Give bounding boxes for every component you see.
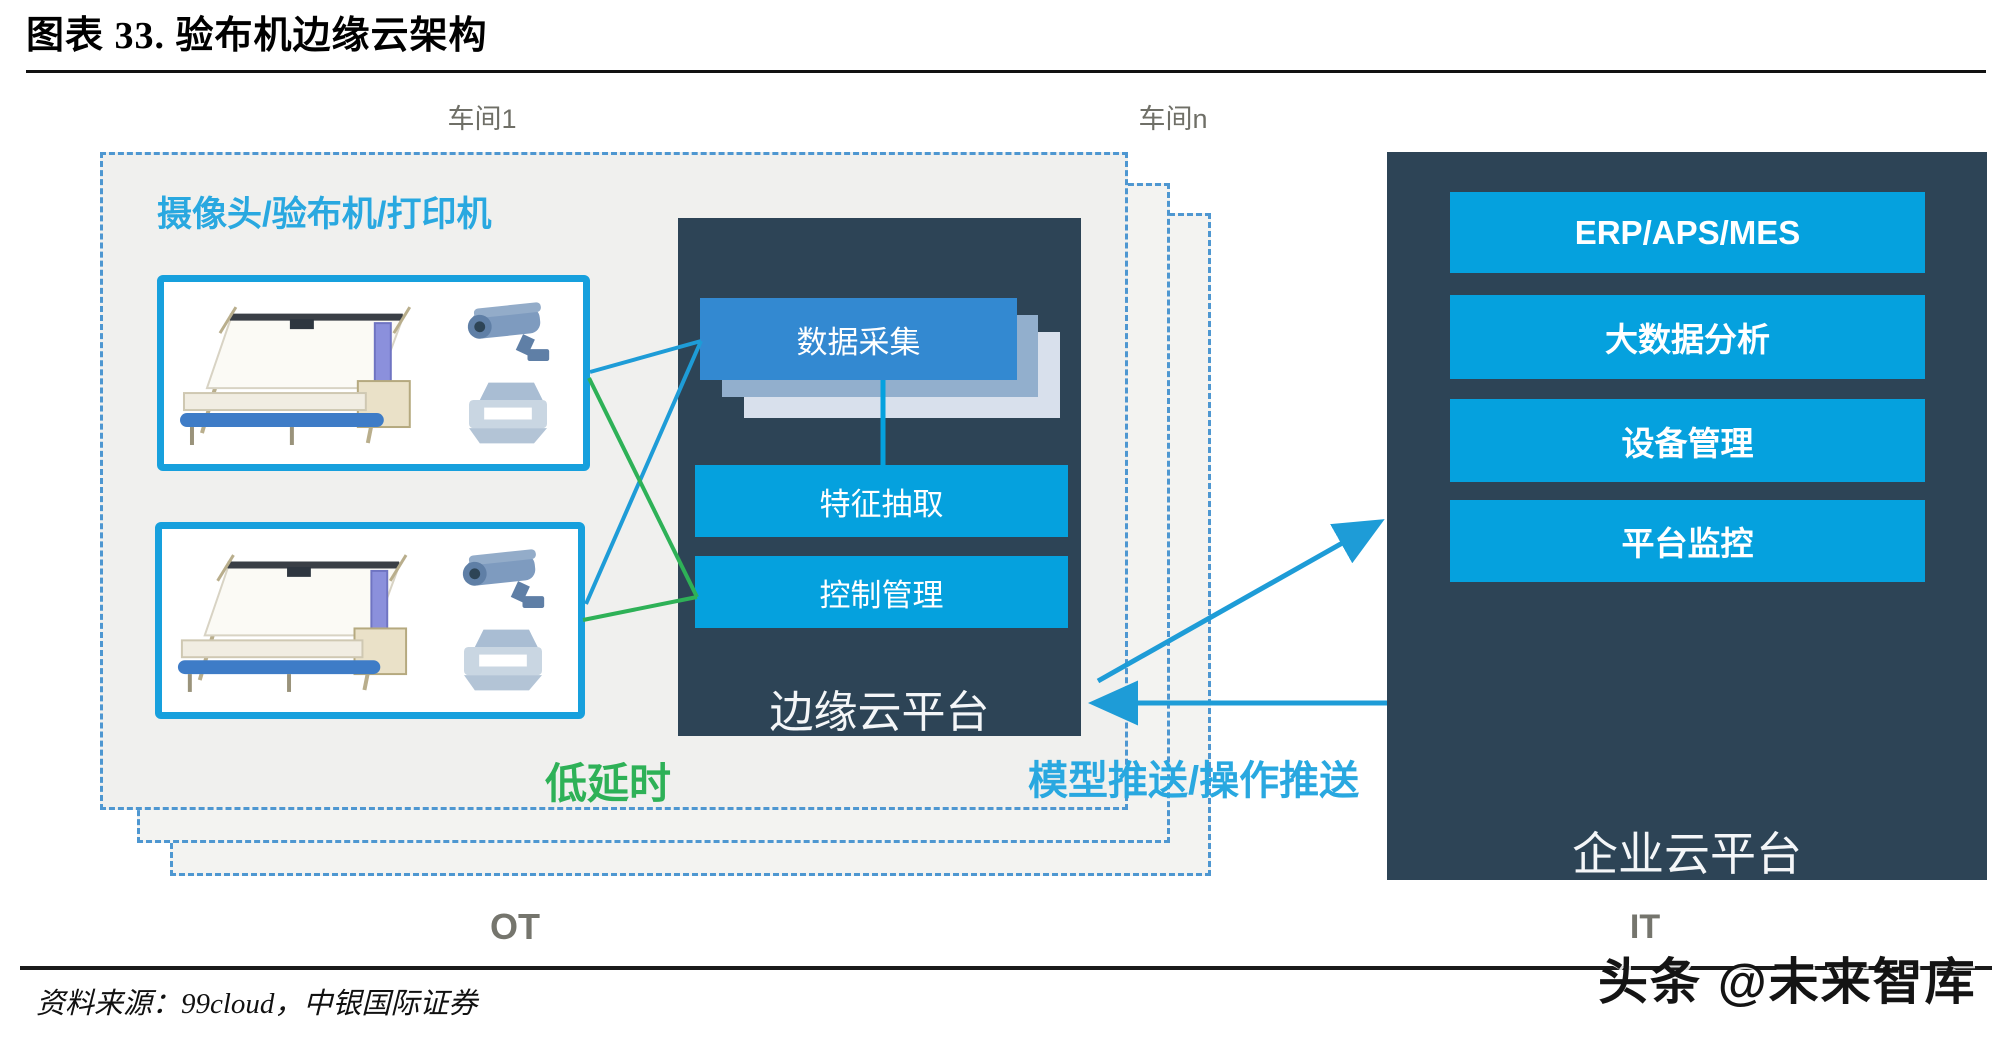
ot-label: OT bbox=[490, 906, 540, 947]
device-icons-column bbox=[428, 536, 578, 704]
feature-extraction-module: 特征抽取 bbox=[695, 465, 1068, 537]
device-box-2 bbox=[155, 522, 585, 719]
erp-aps-mes-module: ERP/APS/MES bbox=[1450, 192, 1925, 273]
big-data-analysis-module: 大数据分析 bbox=[1450, 295, 1925, 379]
fabric-inspection-machine-image bbox=[180, 306, 412, 445]
printer-icon bbox=[464, 630, 543, 691]
data-collection-module: 数据采集 bbox=[700, 298, 1017, 380]
cctv-camera-icon bbox=[467, 302, 549, 361]
printer-icon bbox=[468, 382, 547, 444]
enterprise-cloud-platform-title: 企业云平台 bbox=[1572, 828, 1802, 880]
low-latency-label: 低延时 bbox=[545, 760, 672, 807]
device-icons-column bbox=[432, 289, 583, 456]
device-box-1 bbox=[157, 275, 590, 471]
workshopn-label: 车间n bbox=[1138, 104, 1208, 134]
control-management-module: 控制管理 bbox=[695, 556, 1068, 628]
edge-cloud-platform-title: 边缘云平台 bbox=[769, 688, 990, 737]
workshop1-label: 车间1 bbox=[447, 104, 517, 134]
source-text: 资料来源：99cloud，中银国际证券 bbox=[36, 988, 478, 1020]
watermark: 头条 @未来智库 bbox=[1598, 954, 1977, 1010]
platform-monitoring-module: 平台监控 bbox=[1450, 500, 1925, 582]
devices-label: 摄像头/验布机/打印机 bbox=[157, 195, 492, 234]
footer-rule bbox=[20, 966, 1992, 970]
it-label: IT bbox=[1629, 908, 1661, 946]
fabric-inspection-machine-image bbox=[178, 554, 408, 692]
cctv-camera-icon bbox=[462, 549, 545, 609]
model-push-label: 模型推送/操作推送 bbox=[1028, 759, 1360, 803]
page-title: 图表 33. 验布机边缘云架构 bbox=[26, 15, 488, 57]
device-management-module: 设备管理 bbox=[1450, 399, 1925, 482]
title-rule bbox=[26, 70, 1986, 73]
